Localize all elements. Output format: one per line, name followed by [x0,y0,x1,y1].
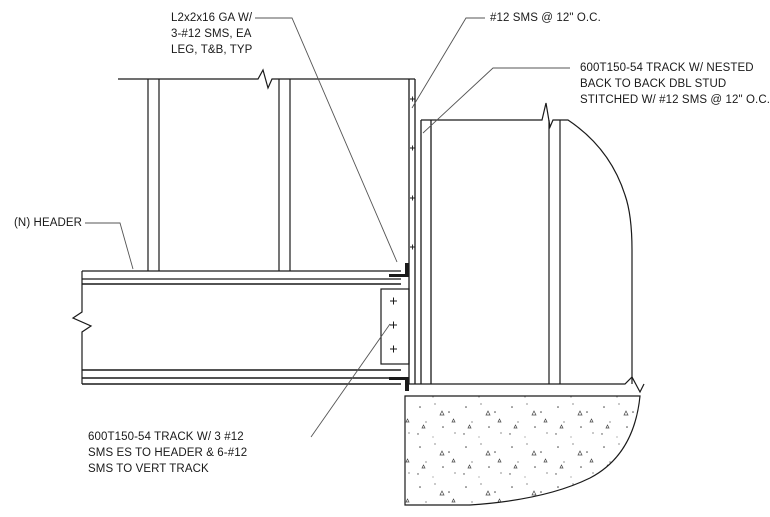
leader-track-nested [422,67,570,134]
track-stiffener-plate [380,288,410,365]
leader-track-header [310,323,391,438]
leader-lines [85,17,570,438]
leader-angle-clip [255,17,398,263]
note-header: (N) HEADER [14,217,83,229]
header [82,283,401,385]
header-break-line [71,271,93,384]
note-track-nested: 600T150-54 TRACK W/ NESTED BACK TO BACK … [580,62,770,106]
stiffener-screws [390,297,397,353]
vertical-track [408,79,432,384]
note-angle-clip: L2x2x16 GA W/ 3-#12 SMS, EA LEG, T&B, TY… [171,12,253,56]
existing-wall-outline [421,102,633,384]
angle-clips [389,263,409,391]
top-break-line [118,68,415,90]
leader-header [85,222,134,270]
track-screws [410,96,415,250]
leader-sms [411,17,485,109]
existing-wall-studs [548,120,561,384]
bottom-break-line [409,376,645,394]
note-sms-spacing: #12 SMS @ 12" O.C. [490,12,601,24]
concrete-foundation [404,395,641,506]
existing-studs [147,79,291,271]
note-track-header: 600T150-54 TRACK W/ 3 #12 SMS ES TO HEAD… [88,431,248,475]
header-top-track [82,270,401,280]
